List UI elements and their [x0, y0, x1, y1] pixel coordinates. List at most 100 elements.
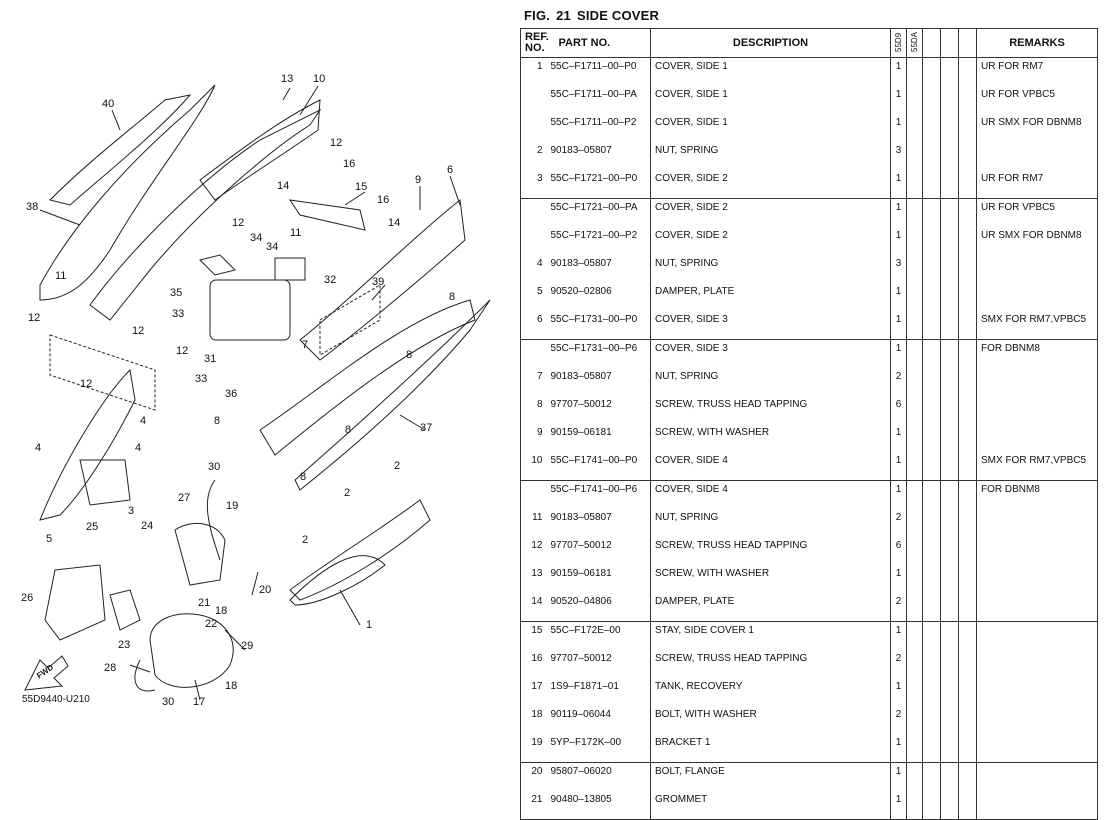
ref-no-cell: 7 [520, 368, 547, 396]
model-cell [922, 311, 941, 340]
header-model-col5 [958, 28, 977, 58]
part-no-cell: 90183–05807 [546, 255, 651, 283]
callout-40: 40 [102, 98, 115, 110]
description-cell: COVER, SIDE 2 [650, 227, 891, 255]
description-cell: SCREW, TRUSS HEAD TAPPING [650, 537, 891, 565]
callout-33b: 33 [195, 373, 208, 385]
model-cell [940, 762, 959, 791]
callout-30b: 30 [162, 696, 175, 708]
model-cell [922, 480, 941, 509]
remarks-cell [976, 142, 1098, 170]
remarks-cell [976, 791, 1098, 820]
model-cell [958, 762, 977, 791]
model-cell [940, 283, 959, 311]
model-cell [958, 537, 977, 565]
model-cell [922, 142, 941, 170]
ref-no-cell: 9 [520, 424, 547, 452]
description-cell: COVER, SIDE 2 [650, 198, 891, 227]
model-cell [940, 734, 959, 763]
model-cell [906, 170, 923, 199]
remarks-cell: SMX FOR RM7,VPBC5 [976, 311, 1098, 340]
callout-6: 6 [447, 164, 454, 176]
model-cell [940, 86, 959, 114]
header-model-col3 [922, 28, 941, 58]
ref-no-cell: 18 [520, 706, 547, 734]
model-cell [958, 142, 977, 170]
model-cell [906, 678, 923, 706]
model-cell [940, 678, 959, 706]
quantity-cell: 1 [890, 311, 907, 340]
ref-no-cell [520, 480, 547, 509]
model-cell [940, 452, 959, 481]
model-cell [922, 509, 941, 537]
model-cell [922, 57, 941, 86]
quantity-cell: 1 [890, 339, 907, 368]
model-cell [940, 480, 959, 509]
callout-11b: 11 [55, 270, 67, 282]
remarks-cell [976, 650, 1098, 678]
model-cell [922, 368, 941, 396]
model-cell [906, 452, 923, 481]
description-cell: NUT, SPRING [650, 142, 891, 170]
callout-9: 9 [415, 174, 422, 186]
callout-12f: 12 [80, 378, 93, 390]
model-cell [906, 650, 923, 678]
model-cell [940, 593, 959, 622]
model-cell [958, 311, 977, 340]
model-cell [906, 621, 923, 650]
ref-no-cell: 15 [520, 621, 547, 650]
model-cell [958, 57, 977, 86]
model-cell [922, 424, 941, 452]
model-cell [958, 339, 977, 368]
ref-no-cell: 17 [520, 678, 547, 706]
ref-no-cell: 14 [520, 593, 547, 622]
description-cell: COVER, SIDE 1 [650, 57, 891, 86]
callout-32: 32 [324, 274, 337, 286]
description-cell: COVER, SIDE 1 [650, 86, 891, 114]
model-cell [940, 565, 959, 593]
remarks-cell: FOR DBNM8 [976, 480, 1098, 509]
quantity-cell: 2 [890, 706, 907, 734]
remarks-cell [976, 255, 1098, 283]
callout-37: 37 [420, 422, 433, 434]
description-cell: GROMMET [650, 791, 891, 820]
callout-2b: 2 [344, 487, 351, 499]
part-no-cell: 55C–F1731–00–P6 [546, 339, 651, 368]
model-cell [958, 198, 977, 227]
callout-25: 25 [86, 521, 99, 533]
model-cell [906, 311, 923, 340]
callout-7: 7 [302, 339, 309, 351]
quantity-cell: 6 [890, 396, 907, 424]
model-cell [940, 537, 959, 565]
part-no-cell: 55C–F1721–00–P0 [546, 170, 651, 199]
quantity-cell: 6 [890, 537, 907, 565]
callout-8c: 8 [214, 415, 221, 427]
remarks-cell: UR SMX FOR DBNM8 [976, 227, 1098, 255]
model-cell [906, 368, 923, 396]
description-cell: SCREW, WITH WASHER [650, 424, 891, 452]
callout-28: 28 [104, 662, 117, 674]
remarks-cell: UR FOR RM7 [976, 170, 1098, 199]
quantity-cell: 1 [890, 170, 907, 199]
model-cell [958, 678, 977, 706]
model-cell [906, 762, 923, 791]
callout-8e: 8 [300, 471, 307, 483]
ref-no-cell: 19 [520, 734, 547, 763]
remarks-cell [976, 368, 1098, 396]
model-cell [958, 283, 977, 311]
description-cell: SCREW, TRUSS HEAD TAPPING [650, 396, 891, 424]
callout-17: 17 [193, 696, 206, 708]
ref-no-cell: 6 [520, 311, 547, 340]
model-cell [922, 650, 941, 678]
remarks-cell: SMX FOR RM7,VPBC5 [976, 452, 1098, 481]
model-cell [922, 621, 941, 650]
callout-8b: 8 [406, 349, 413, 361]
